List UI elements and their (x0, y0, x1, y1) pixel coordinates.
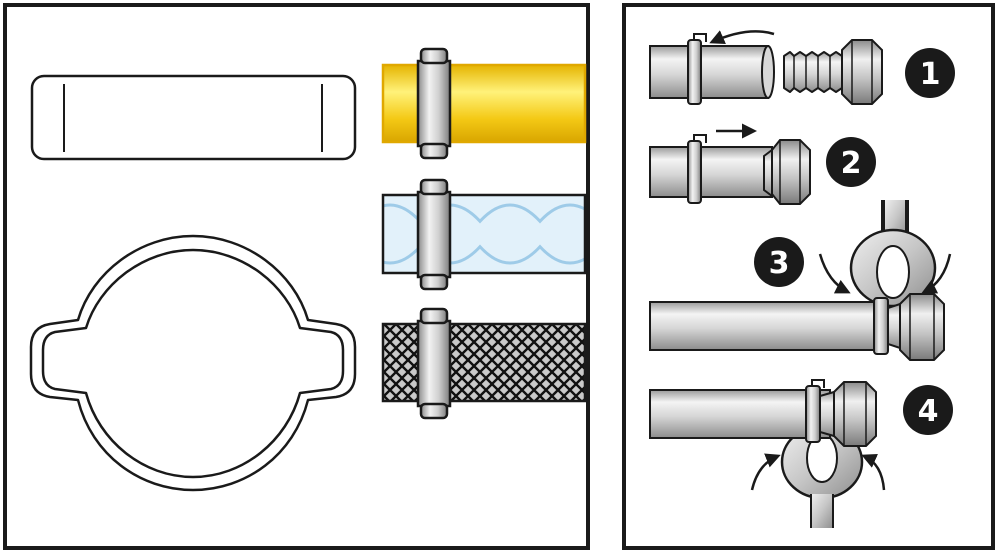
step-badge-1: 1 (905, 48, 955, 98)
pinch-tool-icon (649, 200, 952, 361)
step-number: 4 (918, 394, 939, 429)
step-number: 1 (920, 57, 941, 92)
yellow-hose-icon (381, 63, 587, 144)
hose-clip-ring-1 (416, 47, 452, 160)
step-badge-3: 3 (754, 237, 804, 287)
step-badge-4: 4 (903, 385, 953, 435)
step-number: 3 (769, 246, 790, 281)
slide-clip-icon (649, 123, 811, 205)
ring-clip-icon (29, 234, 357, 492)
step-number: 2 (841, 146, 862, 181)
flat-band-clip-icon (30, 74, 357, 161)
step-badge-2: 2 (826, 137, 876, 187)
crimp-tool-icon (649, 379, 886, 528)
hose-clip-ring-2 (416, 178, 452, 291)
hose-clip-ring-3 (416, 307, 452, 420)
clear-braided-hose-icon (381, 193, 587, 275)
insert-fitting-icon (649, 30, 883, 105)
steel-mesh-hose-icon (381, 322, 587, 403)
